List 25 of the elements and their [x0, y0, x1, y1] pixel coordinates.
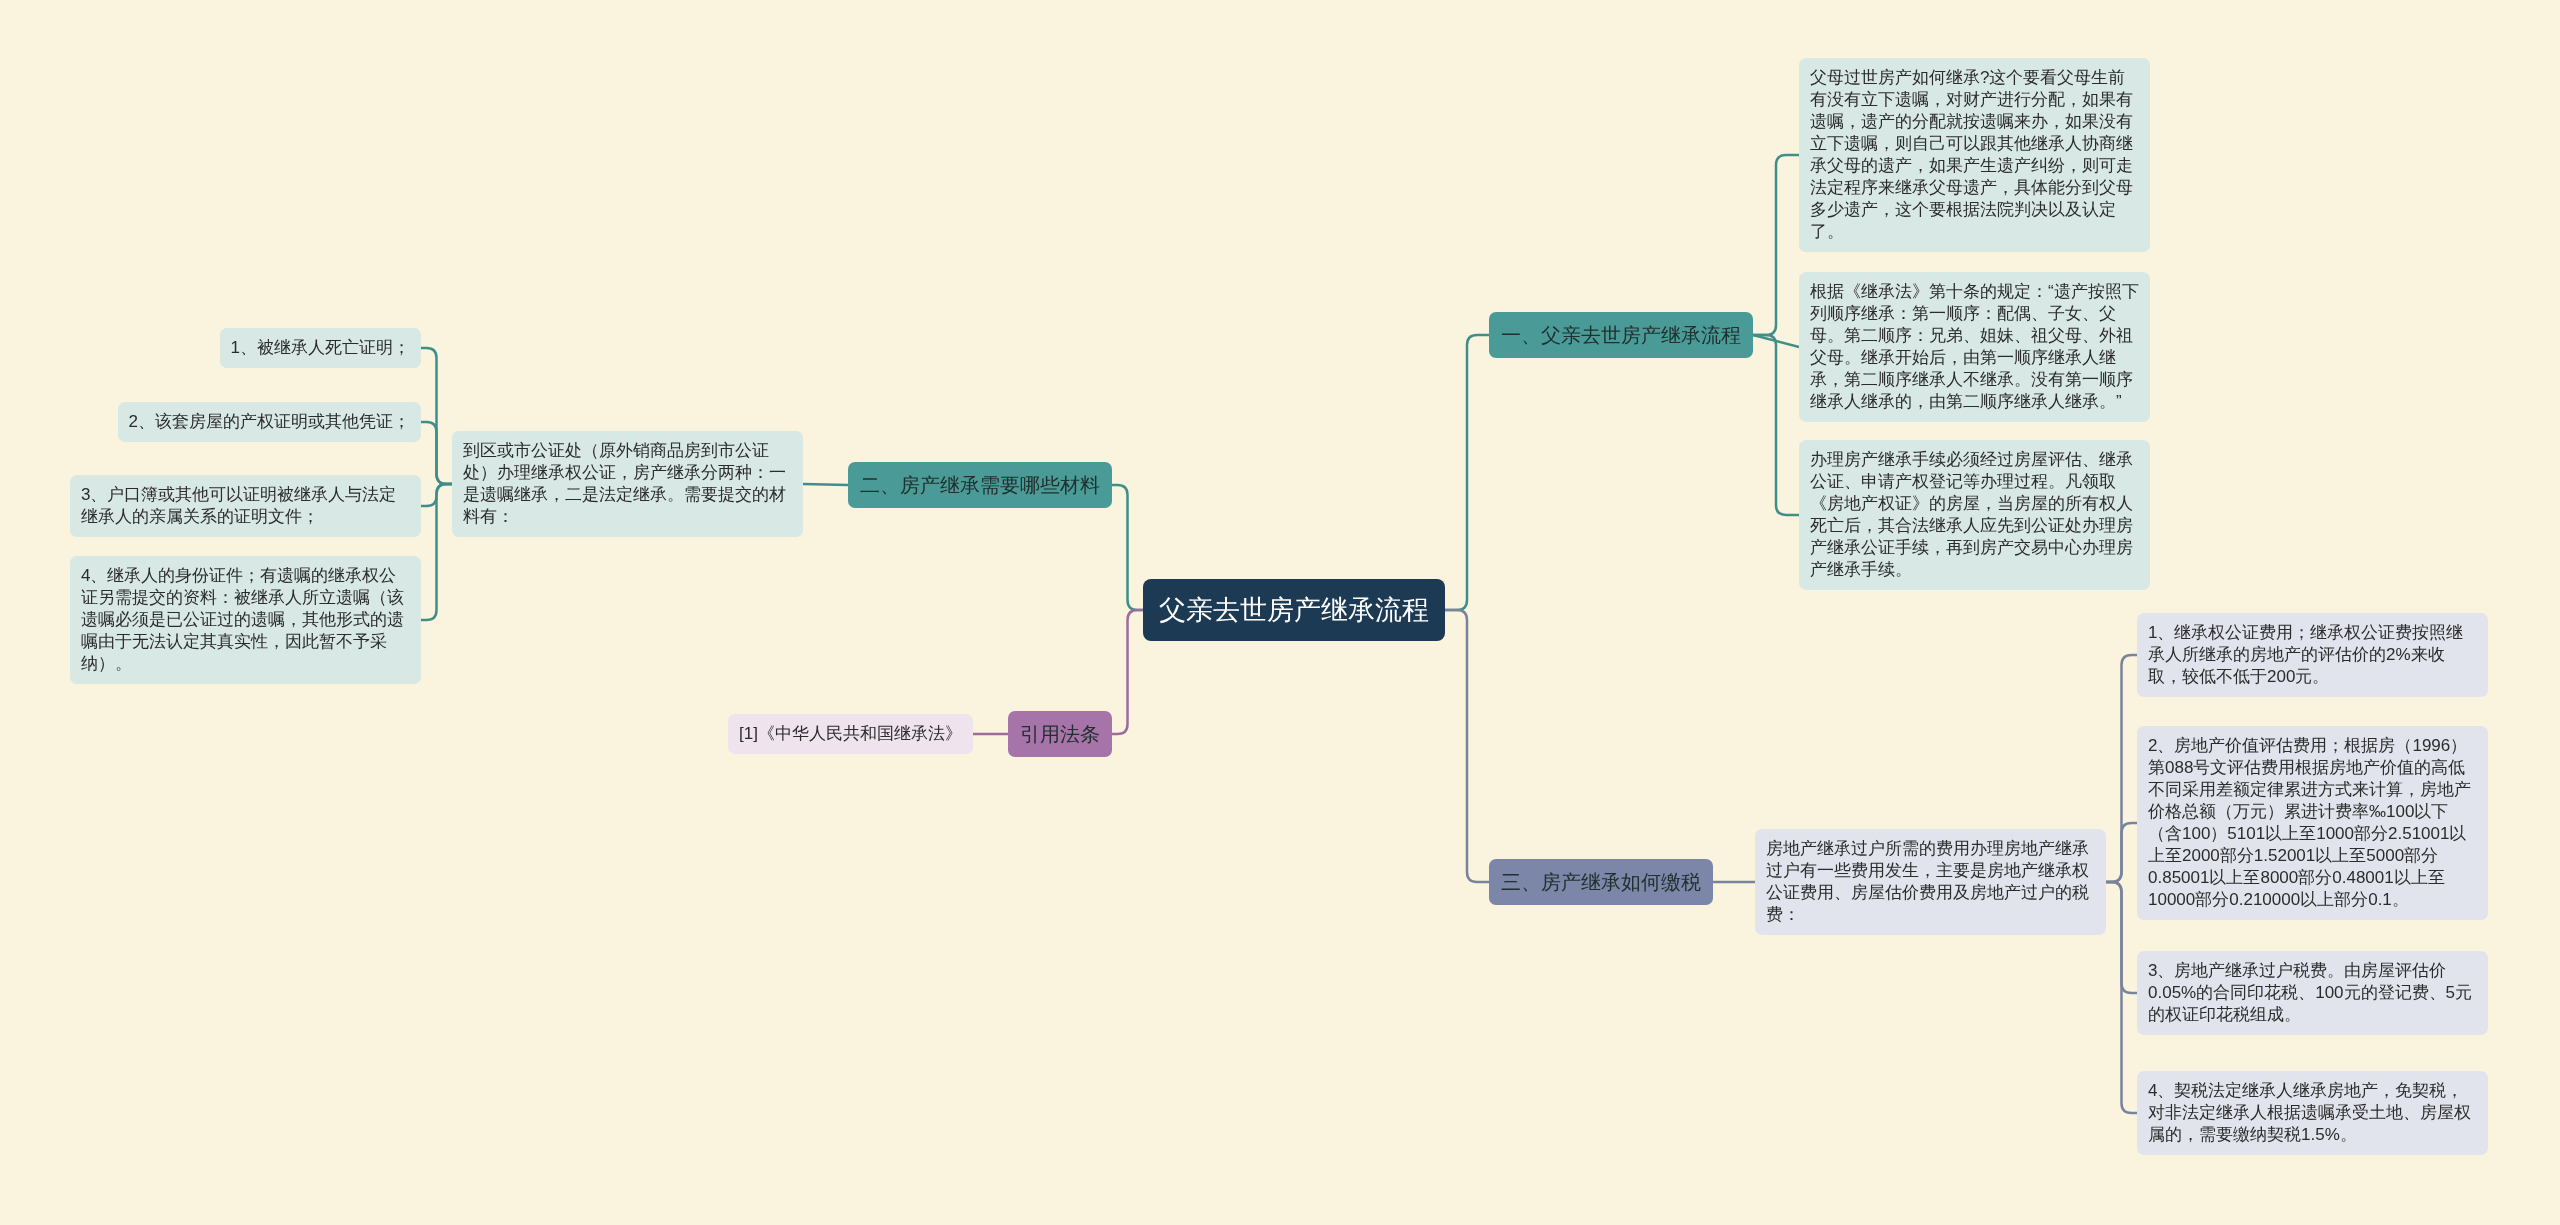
note-box: [1]《中华人民共和国继承法》	[728, 714, 973, 754]
topic-box: 父亲去世房产继承流程	[1143, 579, 1445, 641]
connector-line	[1752, 333, 1800, 349]
connector-line	[1713, 880, 1755, 884]
note-box: 到区或市公证处（原外销商品房到市公证处）办理继承权公证，房产继承分两种：一是遗嘱继承，二是法定继承。需要提交的材料有：	[452, 431, 803, 537]
note-box: 1、被继承人死亡证明；	[219, 328, 421, 368]
connector-line	[973, 732, 1008, 736]
note-box: 办理房产继承手续必须经过房屋评估、继承公证、申请产权登记等办理过程。凡领取《房地产权证》的房屋，当房屋的所有权人死亡后，其合法继承人应先到公证处办理房产继承公证手续，再到房产交易中心办理房产继承手续。	[1799, 440, 2150, 590]
branch-box: 三、房产继承如何缴税	[1489, 859, 1713, 905]
connector-line	[802, 482, 849, 487]
note-box: 父母过世房产如何继承?这个要看父母生前有没有立下遗嘱，对财产进行分配，如果有遗嘱，遗产的分配就按遗嘱来办，如果没有立下遗嘱，则自己可以跟其他继承人协商继承父母的遗产，如果产生遗产纠纷，则可走法定程序来继承父母遗产，具体能分到父母多少遗产，这个要根据法院判决以及认定了。	[1799, 58, 2150, 252]
connector-line	[1753, 333, 1799, 517]
note-box: 4、契税法定继承人继承房地产，免契税，对非法定继承人根据遗嘱承受土地、房屋权属的，需要缴纳契税1.5%。	[2137, 1071, 2488, 1155]
note-box: 4、继承人的身份证件；有遗嘱的继承权公证另需提交的资料：被继承人所立遗嘱（该遗嘱必须是已公证过的遗嘱，其他形式的遗嘱由于无法认定其真实性，因此暂不予采纳）。	[70, 556, 421, 684]
note-box: 2、房地产价值评估费用；根据房（1996）第088号文评估费用根据房地产价值的高低不同采用差额定律累进方式来计算，房地产价格总额（万元）累进计费率‰100以下（含100）5101以上至1000部分2.51001以上至2000部分1.52001以上至5000部分0.85001以上至8000部分0.48001以上至10000部分0.210000以上部分0.1。	[2137, 726, 2488, 920]
note-box: 1、继承权公证费用；继承权公证费按照继承人所继承的房地产的评估价的2%来收取，较低不低于200元。	[2137, 613, 2488, 697]
note-box: 3、户口簿或其他可以证明被继承人与法定继承人的亲属关系的证明文件；	[70, 475, 421, 537]
branch-box: 引用法条	[1008, 711, 1112, 757]
note-box: 根据《继承法》第十条的规定：“遗产按照下列顺序继承：第一顺序：配偶、子女、父母。第二顺序：兄弟、姐妹、祖父母、外祖父母。继承开始后，由第一顺序继承人继承，第二顺序继承人不继承。没有第一顺序继承人继承的，由第二顺序继承人继承。”	[1799, 272, 2150, 422]
note-box: 2、该套房屋的产权证明或其他凭证；	[117, 402, 421, 442]
note-box: 房地产继承过户所需的费用办理房地产继承过户有一些费用发生，主要是房地产继承权公证费用、房屋估价费用及房地产过户的税费：	[1755, 829, 2106, 935]
connector-line	[1445, 608, 1489, 884]
branch-box: 一、父亲去世房产继承流程	[1489, 312, 1753, 358]
branch-box: 二、房产继承需要哪些材料	[848, 462, 1112, 508]
note-box: 3、房地产继承过户税费。由房屋评估价0.05%的合同印花税、100元的登记费、5元的权证印花税组成。	[2137, 951, 2488, 1035]
